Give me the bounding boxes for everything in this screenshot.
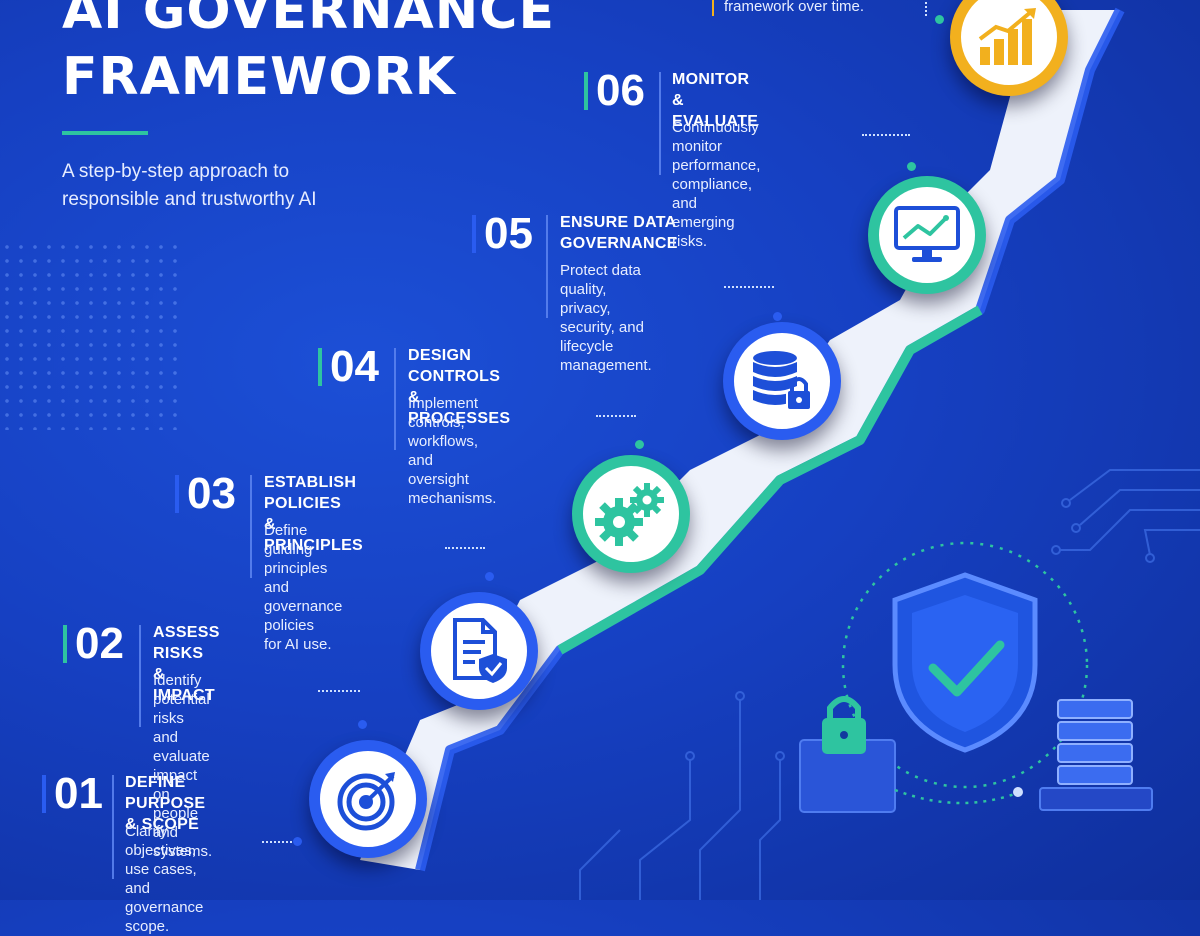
target-icon: [337, 772, 395, 831]
step-title: DEFINE PURPOSE & SCOPE: [125, 774, 206, 833]
step-06-icon-circle: [950, 0, 1068, 96]
step-connector: [596, 415, 636, 417]
step-connector: [862, 134, 910, 136]
step-divider: [112, 775, 114, 879]
step-title: ESTABLISH POLICIES & PRINCIPLES: [264, 474, 364, 554]
step-divider: [546, 215, 548, 318]
step-divider: [139, 625, 141, 727]
step-accent-bar: [63, 625, 67, 663]
step-accent-bar: [472, 215, 476, 253]
step-accent-bar: [175, 475, 179, 513]
step-01-icon-circle: [309, 740, 427, 858]
step-divider: [250, 475, 252, 578]
connector-dot: [635, 440, 644, 449]
monitor-chart-icon: [894, 206, 960, 262]
step-03-icon-circle: [572, 455, 690, 573]
dot-grid-decoration: [0, 240, 180, 430]
database-lock-icon: [753, 351, 812, 411]
connector-dot: [773, 312, 782, 321]
step-divider: [394, 348, 396, 450]
step-title: ENSURE DATA GOVERNANCE: [560, 214, 678, 252]
connector-dot: [485, 572, 494, 581]
connector-dot: [358, 720, 367, 729]
step-05-icon-circle: [868, 176, 986, 294]
bar-chart-growth-icon: [978, 8, 1036, 65]
step-connector: [925, 0, 928, 16]
top-accent-bar: [712, 0, 714, 16]
step-title: MONITOR & EVALUATE: [672, 71, 759, 130]
step-connector: [724, 286, 774, 288]
connector-dot: [907, 162, 916, 171]
step-number: 03: [187, 469, 236, 518]
title-line-2: FRAMEWORK: [62, 47, 456, 107]
circuit-lines: [579, 469, 1200, 900]
step-description: Continuously monitor performance, compli…: [672, 119, 761, 250]
top-fragment-text: framework over time.: [724, 0, 865, 15]
step-accent-bar: [42, 775, 46, 813]
step-number: 02: [75, 619, 124, 668]
gears-icon: [595, 483, 664, 546]
step-title: DESIGN CONTROLS & PROCESSES: [408, 347, 511, 427]
staircase-path: [360, 7, 1125, 872]
step-description: Define guiding principles and governance…: [264, 522, 343, 653]
background-decoration: [360, 7, 1200, 900]
document-shield-icon: [453, 618, 507, 683]
step-accent-bar: [318, 348, 322, 386]
step-divider: [659, 72, 661, 175]
title-underline: [62, 131, 148, 135]
step-04-icon-circle: [723, 322, 841, 440]
connector-dot: [293, 837, 302, 846]
step-title: ASSESS RISKS & IMPACT: [153, 624, 220, 704]
security-illustration: [799, 541, 1153, 813]
subtitle: A step-by-step approach to responsible a…: [62, 161, 317, 210]
step-description: Protect data quality, privacy, security,…: [560, 262, 652, 374]
step-number: 05: [484, 209, 533, 258]
step-number: 04: [330, 342, 379, 391]
step-number: 06: [596, 66, 645, 115]
step-connector: [262, 841, 296, 843]
step-connector: [445, 547, 485, 549]
step-connector: [318, 690, 360, 692]
page-title: AI GOVERNANCE FRAMEWORK: [62, 0, 555, 110]
step-description: Identify potential risks and evaluate im…: [153, 672, 213, 860]
step-number: 01: [54, 769, 103, 818]
step-02-icon-circle: [420, 592, 538, 710]
step-description: Implement controls, workflows, and overs…: [408, 395, 497, 507]
title-line-1: AI GOVERNANCE: [62, 0, 555, 41]
connector-dot: [935, 15, 944, 24]
step-accent-bar: [584, 72, 588, 110]
